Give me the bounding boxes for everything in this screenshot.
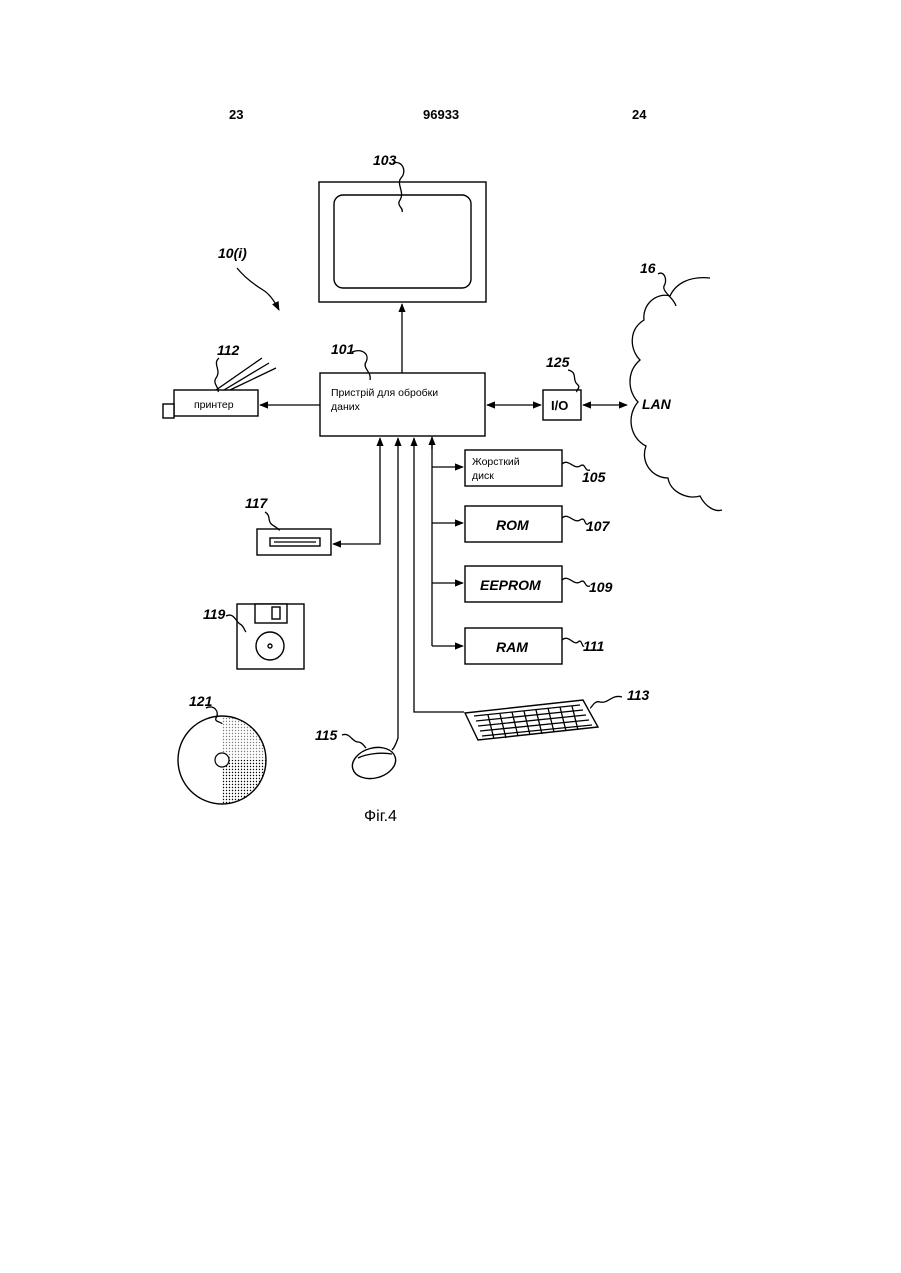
hdd-label-line1: Жорсткий — [472, 456, 520, 468]
keyboard-leader — [590, 696, 622, 708]
processor-keyboard-link — [414, 438, 464, 712]
processor-label-line1: Пристрій для обробки — [331, 387, 438, 399]
io-label: I/O — [551, 398, 568, 413]
disk-drive — [257, 529, 331, 555]
drive-ref: 117 — [245, 495, 269, 511]
printer-leader — [215, 358, 219, 392]
keyboard-ref: 113 — [627, 687, 650, 703]
hdd-leader — [562, 462, 590, 470]
system-ref: 10(i) — [218, 245, 247, 261]
mouse — [349, 743, 399, 783]
drive-leader — [265, 512, 280, 530]
hdd-label-line2: диск — [472, 470, 494, 482]
eeprom-ref: 109 — [589, 579, 613, 595]
monitor-ref: 103 — [373, 152, 397, 168]
io-leader — [568, 370, 579, 392]
network-ref: 16 — [640, 260, 656, 276]
processor-mouse-cable — [392, 438, 398, 750]
hdd-ref: 105 — [582, 469, 606, 485]
lan-cloud — [630, 278, 722, 511]
eeprom-leader — [562, 578, 590, 586]
io-ref: 125 — [546, 354, 570, 370]
printer-ref: 112 — [217, 342, 240, 358]
figure-caption: Фiг.4 — [364, 808, 397, 825]
eeprom-label: EEPROM — [480, 577, 541, 593]
system-ref-arrow — [237, 268, 279, 310]
processor-label-line2: даних — [331, 401, 361, 413]
monitor — [319, 182, 486, 302]
ram-label: RAM — [496, 639, 528, 655]
optical-disc — [178, 716, 266, 804]
floppy-ref: 119 — [203, 606, 226, 622]
lan-label: LAN — [642, 396, 672, 412]
processor-ref: 101 — [331, 341, 355, 357]
floppy-disk — [237, 604, 304, 669]
ram-ref: 111 — [583, 638, 604, 654]
processor-drive-link — [333, 438, 380, 544]
rom-ref: 107 — [586, 518, 611, 534]
rom-leader — [562, 516, 588, 524]
mouse-ref: 115 — [315, 727, 338, 743]
ram-leader — [562, 638, 584, 646]
rom-label: ROM — [496, 517, 529, 533]
mouse-leader — [342, 734, 366, 748]
keyboard — [465, 700, 598, 740]
printer-label: принтер — [194, 399, 234, 411]
